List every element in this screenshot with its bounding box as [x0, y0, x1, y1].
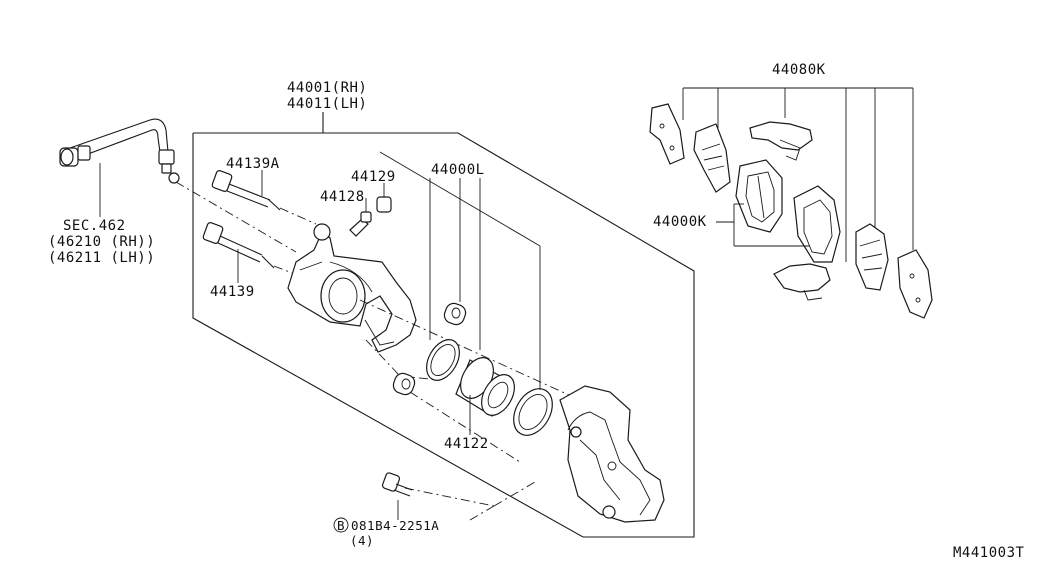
label-bleeder: 44129: [351, 169, 396, 185]
pin-bolt-44139: [202, 222, 301, 283]
pad-clip-upper: [749, 121, 813, 161]
caliper-body: [287, 223, 417, 353]
label-bolt-part: 081B4-2251A: [351, 518, 439, 533]
mounting-bolt: [381, 472, 413, 520]
label-bolt-qty: (4): [350, 533, 374, 548]
label-piston: 44122: [444, 436, 489, 452]
label-bleeder-cap: 44128: [320, 189, 365, 205]
bleeder-cap: [349, 198, 372, 237]
label-drawing-code: M441003T: [953, 545, 1025, 561]
pad-hardware-leaders: [682, 87, 914, 262]
pin-boot-lower: [392, 372, 416, 396]
pin-boot-upper: [443, 302, 467, 326]
seal-kit-leaders: [379, 151, 541, 390]
brake-hose: [59, 118, 297, 253]
bolt-circle-marker: [333, 517, 349, 533]
piston-seal: [426, 339, 460, 381]
label-bolt-circle: B: [337, 518, 345, 533]
pad-kit-leaders: [716, 203, 810, 247]
caliper-assembly-outline: [192, 112, 695, 538]
bleeder-screw: [376, 183, 392, 213]
brake-pad-inner: [735, 159, 783, 233]
label-pin-bolt: 44139: [210, 284, 255, 300]
label-pin-bolt-a: 44139A: [226, 156, 280, 172]
pad-clip-lower: [773, 263, 831, 301]
pin-bolt-44139a: [211, 170, 317, 225]
label-seal-kit: 44000L: [431, 162, 485, 178]
label-caliper-lh: 44011(LH): [287, 96, 367, 112]
pad-shim-3: [855, 223, 889, 291]
caliper-bracket: [559, 385, 665, 523]
label-pad-kit: 44000K: [653, 214, 707, 230]
bolt-label-leader: [333, 517, 349, 533]
brake-pad-outer: [793, 185, 841, 263]
label-hose-lh: (46211 (LH)): [48, 250, 155, 266]
label-hose-rh: (46210 (RH)): [48, 234, 155, 250]
label-pad-hardware: 44080K: [772, 62, 826, 78]
label-hose-sec: SEC.462: [63, 218, 126, 234]
piston: [455, 357, 515, 435]
label-caliper-rh: 44001(RH): [287, 80, 367, 96]
piston-dust-boot: [513, 388, 553, 436]
pad-shim-2: [693, 123, 731, 193]
pad-shim-4: [897, 249, 933, 319]
pad-shim-1: [649, 103, 685, 165]
